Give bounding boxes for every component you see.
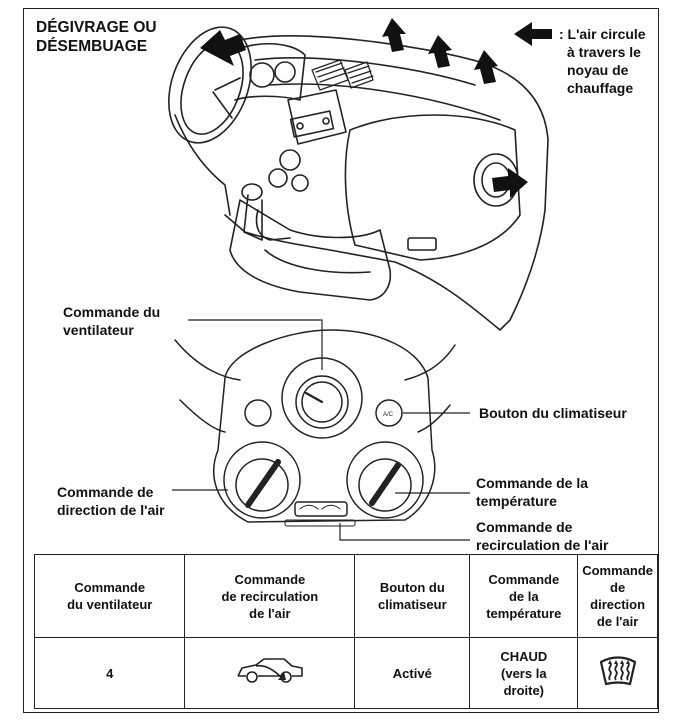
header-temp-line-3: température: [486, 605, 562, 621]
label-recirc-control: Commande de recirculation de l'air: [476, 518, 609, 554]
header-recirc-line-1: Commande: [234, 571, 306, 587]
legend-line-4: chauffage: [567, 80, 634, 96]
header-ac-line-2: climatiseur: [377, 597, 447, 612]
label-ac-button: Bouton du climatiseur: [479, 404, 627, 422]
title-line-1: DÉGIVRAGE OU: [36, 19, 157, 36]
leader-fan: [188, 319, 323, 370]
label-ac-line-1: Bouton du climatiseur: [479, 405, 627, 421]
header-fan-line-1: Commande: [74, 580, 146, 595]
label-fan-control: Commande du ventilateur: [63, 303, 160, 339]
car-recirculation-icon: [237, 658, 303, 683]
label-direction-control: Commande de direction de l'air: [57, 483, 165, 519]
label-recirc-line-1: Commande de: [476, 519, 573, 535]
header-temp: Commande de la température: [469, 554, 579, 638]
value-direction: [577, 637, 658, 709]
header-direction: Commande de direction de l'air: [577, 554, 658, 638]
legend-line-1: : L'air circule: [559, 26, 646, 42]
diagram-title: DÉGIVRAGE OU DÉSEMBUAGE: [36, 18, 157, 56]
ac-button-label-glyph: A/C: [383, 412, 394, 418]
header-fan-line-2: du ventilateur: [67, 597, 153, 612]
header-recirc-line-2: de recirculation: [221, 588, 319, 604]
label-temp-line-1: Commande de la: [476, 475, 589, 491]
header-ac: Bouton du climatiseur: [354, 554, 471, 638]
header-direction-line-1: Commande: [582, 563, 653, 578]
header-direction-line-2: de direction: [590, 580, 646, 612]
header-ac-line-1: Bouton du: [379, 580, 445, 595]
label-temp-control: Commande de la température: [476, 474, 588, 510]
header-direction-line-3: de l'air: [596, 614, 639, 629]
label-direction-line-2: direction de l'air: [57, 502, 165, 518]
header-recirc: Commande de recirculation de l'air: [184, 554, 356, 638]
label-temp-line-2: température: [476, 493, 557, 509]
value-fan: 4: [33, 637, 186, 709]
leader-recirc: [339, 523, 470, 541]
value-temp: CHAUD (vers la droite): [469, 637, 579, 709]
airflow-arrow-icon: [514, 22, 552, 46]
value-recirc: [184, 637, 356, 709]
legend-line-2: à travers le: [567, 44, 641, 60]
legend-line-3: noyau de: [567, 62, 629, 78]
windshield-defrost-icon: [599, 656, 636, 686]
header-fan: Commande du ventilateur: [33, 554, 186, 638]
header-temp-line-2: de la: [508, 588, 539, 604]
value-temp-line-3: droite): [503, 682, 545, 698]
windshield-arrow-left: [200, 30, 246, 66]
value-temp-line-1: CHAUD: [500, 648, 548, 664]
figure-frame: [23, 8, 659, 713]
legend-text: : L'air circule à travers le noyau de ch…: [559, 25, 646, 97]
table-header-row: Commande du ventilateur Commande de reci…: [33, 554, 658, 638]
label-fan-line-2: ventilateur: [63, 322, 134, 338]
label-direction-line-1: Commande de: [57, 484, 154, 500]
value-temp-line-2: (vers la: [501, 665, 547, 681]
header-recirc-line-3: de l'air: [249, 605, 291, 621]
table-row: 4 Activé CHAUD (vers la droite): [33, 637, 658, 709]
label-fan-line-1: Commande du: [63, 304, 161, 320]
title-line-2: DÉSEMBUAGE: [36, 38, 148, 55]
label-recirc-line-2: recirculation de l'air: [476, 537, 609, 553]
settings-table: Commande du ventilateur Commande de reci…: [33, 554, 658, 709]
value-ac: Activé: [354, 637, 471, 709]
header-temp-line-1: Commande: [488, 571, 560, 587]
